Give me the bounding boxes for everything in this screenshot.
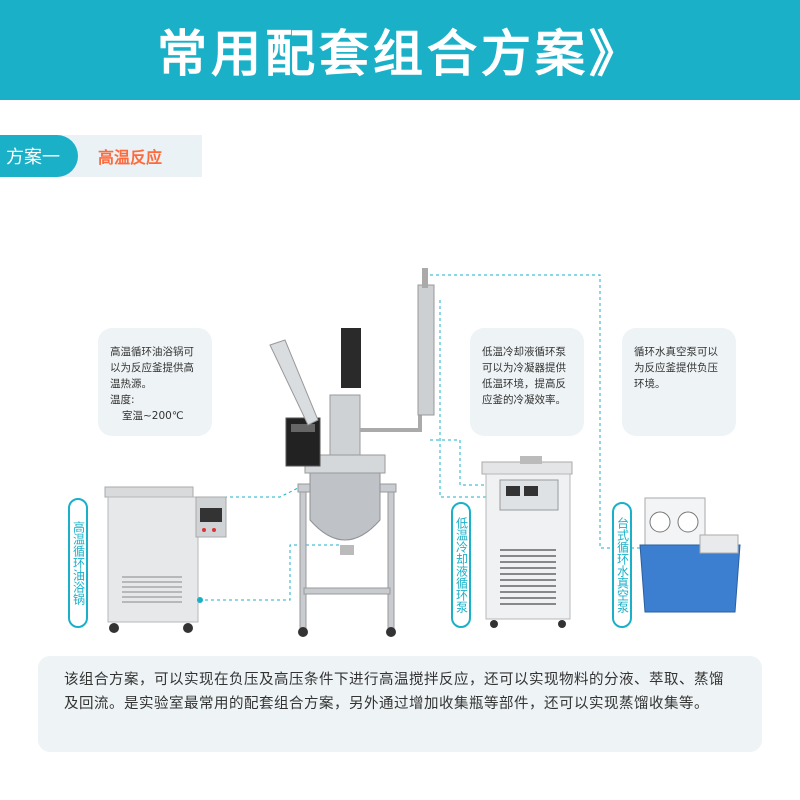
vacuum-note: 循环水真空泵可以 为反应釜提供负压 环境。 [622, 328, 736, 436]
vacuum-label: 台式循环水真空泵 [612, 502, 632, 628]
oil-bath-device [104, 486, 227, 633]
chiller-device [481, 456, 573, 628]
note-line: 为反应釜提供负压 [634, 362, 718, 374]
chiller-label: 低温冷却液循环泵 [451, 502, 471, 628]
note-line: 室温~200℃ [122, 410, 184, 422]
note-line: 环境。 [634, 378, 666, 390]
note-line: 温度: [110, 394, 135, 406]
title-banner: 常用配套组合方案》 [0, 0, 800, 100]
note-line: 温热源。 [110, 378, 152, 390]
description-panel: 该组合方案，可以实现在负压及高压条件下进行高温搅拌反应，还可以实现物料的分液、萃… [38, 656, 762, 752]
vacuum-pump-device [639, 497, 741, 613]
note-line: 低温冷却液循环泵 [482, 346, 566, 358]
note-line: 以为反应釜提供高 [110, 362, 194, 374]
plan-name: 高温反应 [98, 148, 163, 167]
note-line: 可以为冷凝器提供 [482, 362, 566, 374]
chiller-note: 低温冷却液循环泵 可以为冷凝器提供 低温环境，提高反 应釜的冷凝效率。 [470, 328, 584, 436]
note-line: 低温环境，提高反 [482, 378, 566, 390]
note-line: 高温循环油浴锅可 [110, 346, 194, 358]
oil-bath-label: 高温循环油浴锅 [68, 498, 88, 628]
description-text: 该组合方案，可以实现在负压及高压条件下进行高温搅拌反应，还可以实现物料的分液、萃… [64, 672, 724, 712]
note-line: 循环水真空泵可以 [634, 346, 718, 358]
banner-title: 常用配套组合方案》 [157, 25, 643, 83]
oil-bath-note: 高温循环油浴锅可 以为反应釜提供高 温热源。 温度: 室温~200℃ [98, 328, 212, 436]
note-line: 应釜的冷凝效率。 [482, 394, 566, 406]
reactor-device [269, 268, 435, 637]
plan-tag: 方案一 [0, 135, 78, 177]
